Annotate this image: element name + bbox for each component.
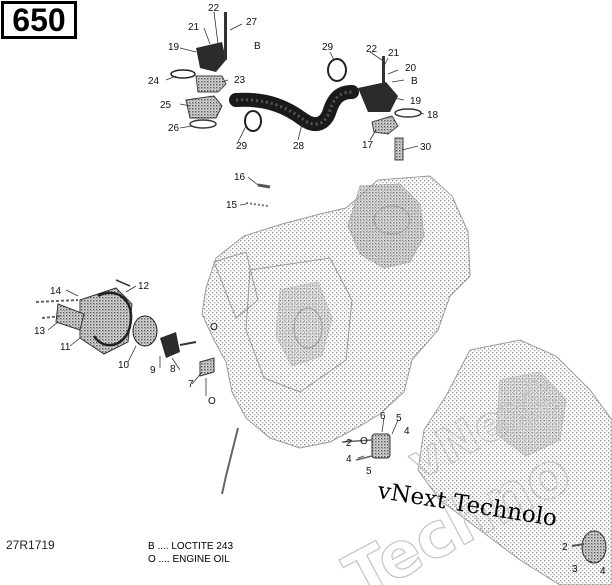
bolt-16 (257, 183, 271, 189)
callout-6: 6 (380, 411, 386, 422)
callout-4: 4 (404, 426, 410, 437)
callout-29: 29 (236, 141, 248, 152)
callout-O: O (360, 436, 368, 447)
bolt-15 (245, 202, 269, 207)
callout-14: 14 (50, 286, 62, 297)
callout-18: 18 (427, 110, 439, 121)
callout-4: 4 (346, 454, 352, 465)
callout-2: 2 (562, 542, 568, 553)
thermostat-housing-left (170, 12, 227, 129)
callout-20: 20 (405, 63, 417, 74)
callout-5: 5 (396, 413, 402, 424)
engine-crankcase (201, 175, 471, 449)
callout-19: 19 (410, 96, 422, 107)
callout-17: 17 (362, 140, 374, 151)
legend-engine-oil: O .... ENGINE OIL (148, 554, 230, 565)
callout-12: 12 (138, 281, 150, 292)
oil-filter-parts (341, 433, 607, 564)
dipstick-tube (221, 427, 239, 495)
callout-5: 5 (366, 466, 372, 477)
callout-O: O (210, 322, 218, 333)
callout-27: 27 (246, 17, 258, 28)
callout-2: 2 (346, 438, 352, 449)
model-badge: 650 (1, 1, 77, 39)
callout-21: 21 (188, 22, 200, 33)
callout-B: B (411, 76, 418, 87)
callout-11: 11 (60, 342, 71, 353)
leader-lines (47, 11, 593, 563)
lower-right-housing (417, 339, 612, 585)
callout-labels: 22 27 21 19 B 24 23 25 26 29 29 28 22 21… (34, 3, 606, 577)
callout-16: 16 (234, 172, 246, 183)
callout-9: 9 (150, 365, 156, 376)
thermostat-housing-right (358, 56, 422, 161)
callout-15: 15 (226, 200, 238, 211)
callout-26: 26 (168, 123, 180, 134)
callout-O: O (208, 396, 216, 407)
callout-4: 4 (600, 566, 606, 577)
callout-25: 25 (160, 100, 172, 111)
callout-28: 28 (293, 141, 305, 152)
callout-19: 19 (168, 42, 180, 53)
callout-B: B (254, 41, 261, 52)
callout-30: 30 (420, 142, 432, 153)
legend-loctite: B .... LOCTITE 243 (148, 541, 234, 552)
callout-8: 8 (170, 364, 176, 375)
callout-23: 23 (234, 75, 246, 86)
water-pump-assembly (35, 279, 215, 377)
coolant-hose-28 (229, 85, 359, 132)
callout-24: 24 (148, 76, 160, 87)
o-ring-29-top (327, 58, 347, 82)
reference-code: 27R1719 (6, 538, 55, 552)
callout-29: 29 (322, 42, 334, 53)
callout-22: 22 (366, 44, 378, 55)
callout-21: 21 (388, 48, 400, 59)
callout-3: 3 (572, 564, 578, 575)
callout-22: 22 (208, 3, 220, 14)
o-ring-29-bottom (244, 110, 262, 132)
callout-10: 10 (118, 360, 130, 371)
callout-13: 13 (34, 326, 46, 337)
callout-7: 7 (188, 379, 194, 390)
